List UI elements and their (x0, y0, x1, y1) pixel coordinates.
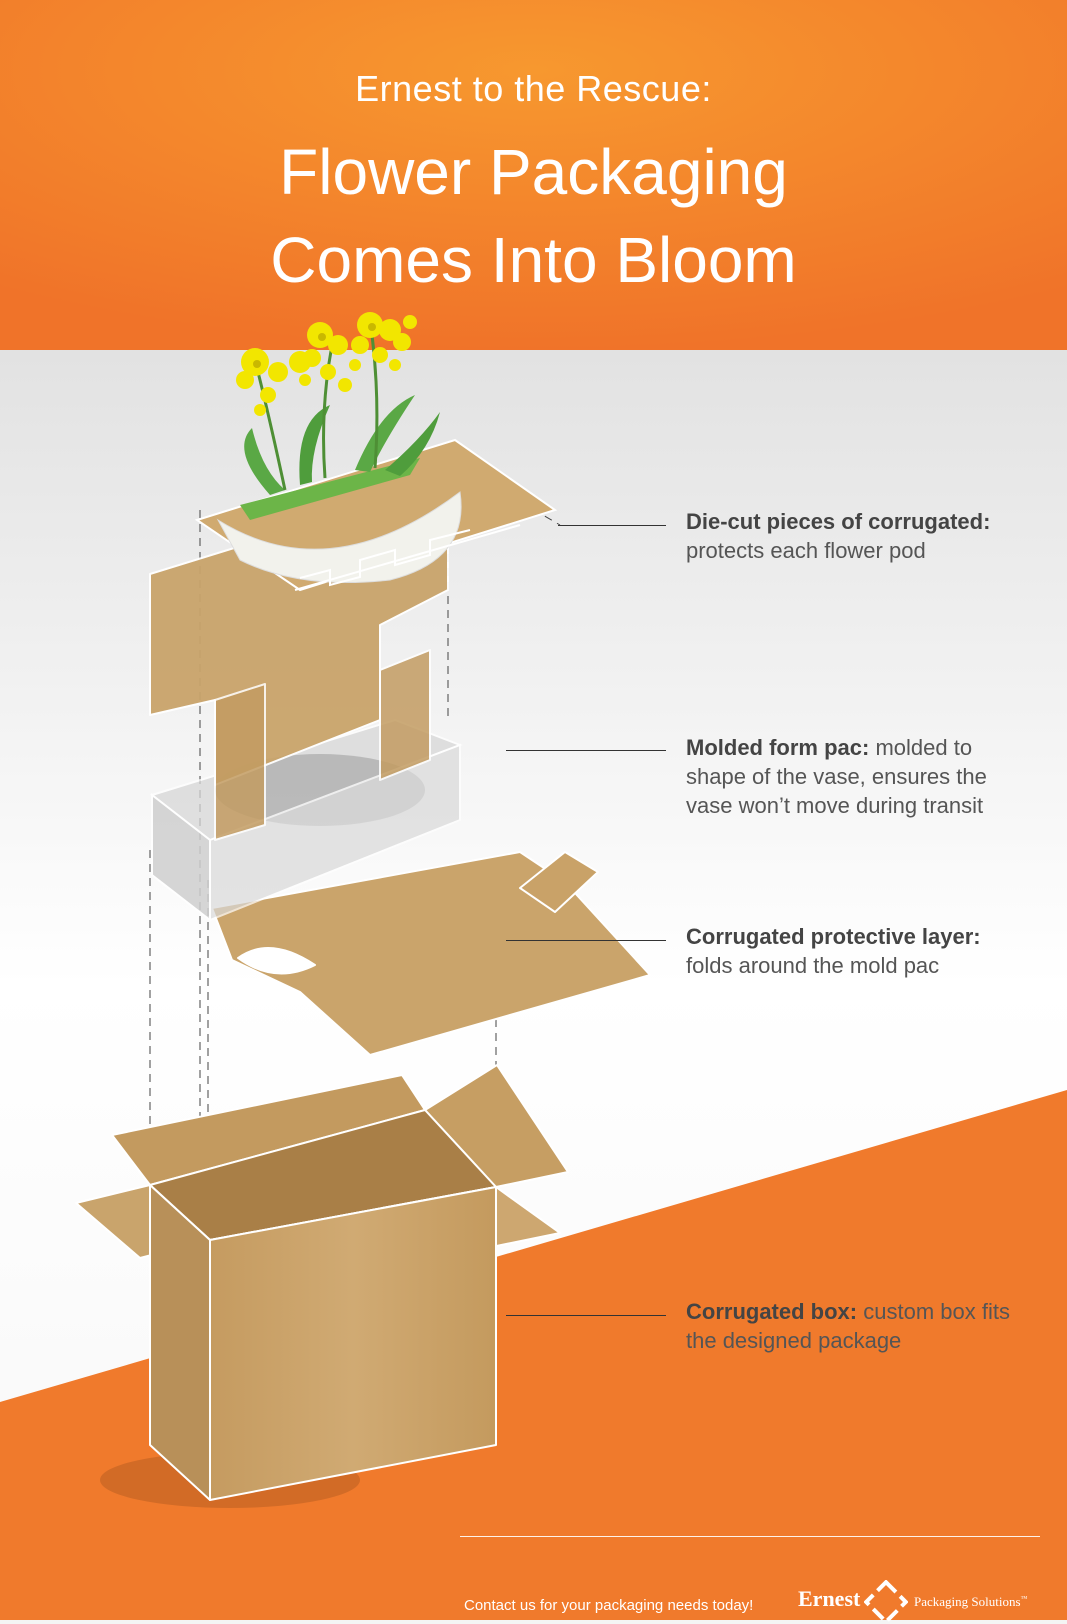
callout-protective-title: Corrugated protective layer: (686, 924, 981, 949)
callout-die-cut-text: protects each flower pod (686, 538, 926, 563)
callout-molded-text: molded to shape of the vase, ensures the… (686, 735, 987, 818)
logo-name: Ernest (798, 1586, 861, 1611)
callout-molded-title: Molded form pac: (686, 735, 870, 760)
leaf (355, 395, 415, 472)
box-front-face (209, 1186, 497, 1501)
callout-protective-text: folds around the mold pac (686, 953, 940, 978)
callout-box-text: custom box fits the designed package (686, 1299, 1010, 1353)
diamond-logo-icon (864, 1580, 908, 1624)
header-background (0, 0, 1067, 350)
logo-tagline: Packaging Solutions™ (914, 1594, 1027, 1610)
callout-molded: Molded form pac: molded to shape of the … (686, 733, 1016, 820)
protective-layer-tab (519, 851, 599, 913)
corrugated-box (75, 1064, 569, 1508)
callout-protective: Corrugated protective layer: folds aroun… (686, 922, 1016, 980)
header-subtitle: Ernest to the Rescue: (355, 68, 712, 109)
leader-line-molded (506, 750, 666, 751)
protective-layer (211, 851, 651, 1056)
die-cut-slots (294, 524, 521, 591)
header-title-line-1: Flower Packaging (279, 136, 788, 208)
box-left-side (149, 1184, 211, 1501)
header: Ernest to the Rescue: Flower Packaging C… (0, 0, 1067, 350)
logo-tagline-text: Packaging Solutions (914, 1594, 1021, 1609)
leader-line-die-cut (558, 525, 666, 526)
callout-die-cut: Die-cut pieces of corrugated: protects e… (686, 507, 1016, 565)
header-title: Flower Packaging Comes Into Bloom (0, 128, 1067, 304)
leaf (244, 428, 285, 495)
leader-line-protective (506, 940, 666, 941)
leaf (299, 405, 330, 485)
footer-cta[interactable]: Contact us for your packaging needs toda… (464, 1597, 754, 1614)
callout-die-cut-title: Die-cut pieces of corrugated: (686, 509, 991, 534)
logo-tm: ™ (1020, 1594, 1028, 1603)
callout-box-title: Corrugated box: (686, 1299, 858, 1324)
leader-line-box (506, 1315, 666, 1316)
flower-assembly (194, 312, 558, 592)
footer-divider (460, 1536, 1040, 1537)
leaf (385, 412, 440, 476)
callout-box: Corrugated box: custom box fits the desi… (686, 1297, 1016, 1355)
header-title-line-2: Comes Into Bloom (270, 224, 797, 296)
